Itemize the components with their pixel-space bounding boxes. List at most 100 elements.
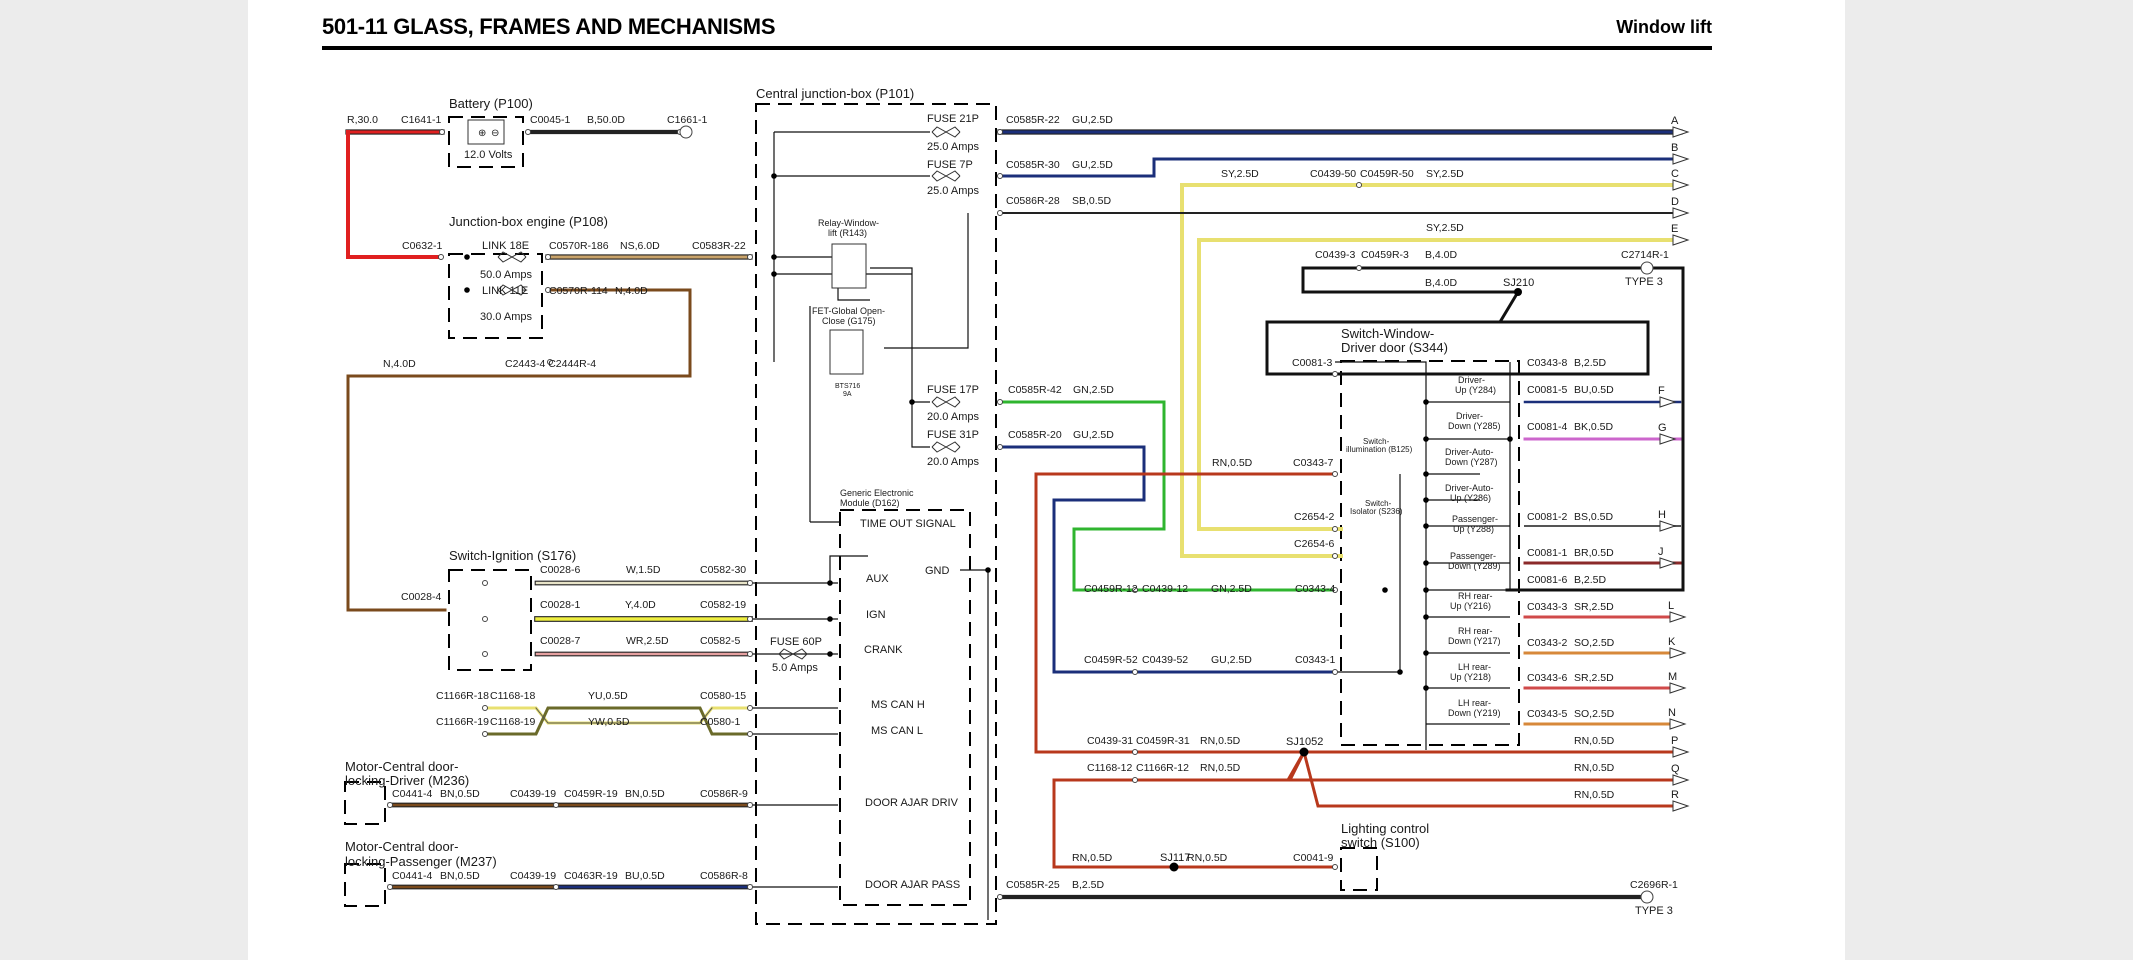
wire-label-55: SR,2.5D: [1574, 601, 1614, 613]
wire-label-62: C0343-6: [1527, 672, 1567, 684]
junction-dot-14: [1423, 523, 1429, 529]
output-letter-B: B: [1671, 142, 1678, 154]
component-label-type3a: TYPE 3: [1625, 276, 1663, 288]
wire-label-20: C0439-50: [1310, 168, 1356, 180]
connector-15: [1332, 371, 1338, 377]
relay-box: [831, 243, 867, 289]
wire-label-43: C2654-6: [1294, 538, 1334, 550]
connector-20: [1132, 669, 1138, 675]
component-label-drvup2: Up (Y284): [1455, 385, 1496, 395]
junction-dot-15: [1423, 560, 1429, 566]
wire-label-2: C0045-1: [530, 114, 570, 126]
component-label-mot_pas1: Motor-Central door-: [345, 839, 458, 854]
junction-dot-7: [827, 580, 833, 586]
wire-label-44: C0081-2: [1527, 511, 1567, 523]
wire-label-57: SO,2.5D: [1574, 637, 1615, 649]
component-label-fuse7a: 25.0 Amps: [927, 185, 979, 197]
junction-dot-19: [1423, 685, 1429, 691]
wire-b4-sj: [1301, 266, 1520, 294]
component-label-drvdn2: Down (Y285): [1448, 421, 1501, 431]
output-letter-M: M: [1668, 671, 1677, 683]
wire-label-30: C0343-8: [1527, 357, 1567, 369]
connector-36: [747, 580, 753, 586]
component-label-timeout: TIME OUT SIGNAL: [860, 518, 956, 530]
component-label-pasdn2: Down (Y289): [1448, 561, 1501, 571]
connector-4: [545, 254, 551, 260]
fuse-60p-b: [778, 648, 808, 660]
component-label-mot_drv1: Motor-Central door-: [345, 759, 458, 774]
component-label-lhdn2: Down (Y219): [1448, 708, 1501, 718]
wire-label-23: SY,2.5D: [1426, 222, 1464, 234]
wire-label-50: C0459R-12: [1084, 583, 1138, 595]
connector-39: [747, 705, 753, 711]
wire-label-67: C0459R-31: [1136, 735, 1190, 747]
wire-label-97: YW,0.5D: [588, 716, 630, 728]
wire-sy-c-down: [1180, 183, 1343, 558]
output-arrow-C: [1672, 179, 1690, 191]
connector-40: [747, 731, 753, 737]
component-label-fuse60: FUSE 60P: [770, 636, 822, 648]
component-label-sj117: SJ117: [1160, 852, 1190, 864]
wire-label-91: C1166R-18: [436, 690, 489, 702]
component-label-fet1: FET-Global Open-: [812, 306, 885, 316]
output-letter-Q: Q: [1671, 763, 1680, 775]
component-label-battery_v: 12.0 Volts: [464, 149, 513, 161]
junction-dot-3: [771, 173, 777, 179]
wire-label-92: C1168-18: [490, 690, 535, 702]
wire-label-28: B,4.0D: [1425, 277, 1458, 289]
component-label-rhup2: Up (Y216): [1450, 601, 1491, 611]
wire-label-73: RN,0.5D: [1574, 762, 1615, 774]
output-arrow-P: [1672, 746, 1690, 758]
component-label-sj1052: SJ1052: [1286, 736, 1323, 748]
wire-label-74: RN,0.5D: [1574, 789, 1615, 801]
output-letter-P: P: [1671, 735, 1678, 747]
junction-dot-9: [827, 651, 833, 657]
wire-label-34: C0585R-20: [1008, 429, 1062, 441]
wire-label-64: C0343-5: [1527, 708, 1567, 720]
connector-12: [997, 444, 1003, 450]
wire-label-10: N,4.0D: [615, 285, 648, 297]
junction-dot-16: [1423, 587, 1429, 593]
output-arrow-G: [1659, 433, 1677, 445]
connector-41: [747, 802, 753, 808]
junction-dot-13: [1423, 497, 1429, 503]
junction-dot-18: [1423, 650, 1429, 656]
junction-dot-8: [827, 616, 833, 622]
connector-38: [747, 651, 753, 657]
component-label-light1: Lighting control: [1341, 821, 1429, 836]
ground-c2714: [1640, 261, 1654, 275]
wire-label-13: C0585R-22: [1006, 114, 1060, 126]
wire-label-110: C0586R-8: [700, 870, 748, 882]
wire-label-6: C0570R-186: [549, 240, 609, 252]
wire-label-56: C0343-2: [1527, 637, 1567, 649]
component-label-link11: LINK 11E: [482, 285, 528, 297]
fuse-7p-b: [931, 170, 961, 182]
wire-label-80: C2696R-1: [1630, 879, 1678, 891]
junction-dot-12: [1423, 471, 1429, 477]
component-label-lhup2: Up (Y218): [1450, 672, 1491, 682]
wire-label-108: C0463R-19: [564, 870, 618, 882]
wire-label-16: GU,2.5D: [1072, 159, 1113, 171]
wire-label-12: C2443-4 C2444R-4: [505, 358, 596, 370]
output-arrow-M: [1669, 682, 1687, 694]
component-label-ign: IGN: [866, 609, 886, 621]
wire-label-22: SY,2.5D: [1426, 168, 1464, 180]
component-label-link11a: 30.0 Amps: [480, 311, 532, 323]
wire-label-99: C0441-4: [392, 788, 432, 800]
component-label-swiso1: Switch-: [1365, 499, 1392, 508]
output-arrow-B: [1672, 153, 1690, 165]
wire-label-39: BK,0.5D: [1574, 421, 1614, 433]
wire-label-32: C0585R-42: [1008, 384, 1062, 396]
junction-dot-1: [464, 287, 470, 293]
component-label-mot_pas2: locking-Passenger (M237): [345, 854, 497, 869]
connector-5: [545, 287, 551, 293]
wire-label-15: C0585R-30: [1006, 159, 1060, 171]
battery-plus-icon: ⊕: [478, 128, 486, 139]
output-arrow-F: [1659, 396, 1677, 408]
wire-label-107: C0439-19: [510, 870, 556, 882]
connector-6: [747, 254, 753, 260]
wire-label-105: C0441-4: [392, 870, 432, 882]
component-label-dooradpass: DOOR AJAR PASS: [865, 879, 960, 891]
wire-label-17: C0586R-28: [1006, 195, 1060, 207]
wire-label-106: BN,0.5D: [440, 870, 480, 882]
